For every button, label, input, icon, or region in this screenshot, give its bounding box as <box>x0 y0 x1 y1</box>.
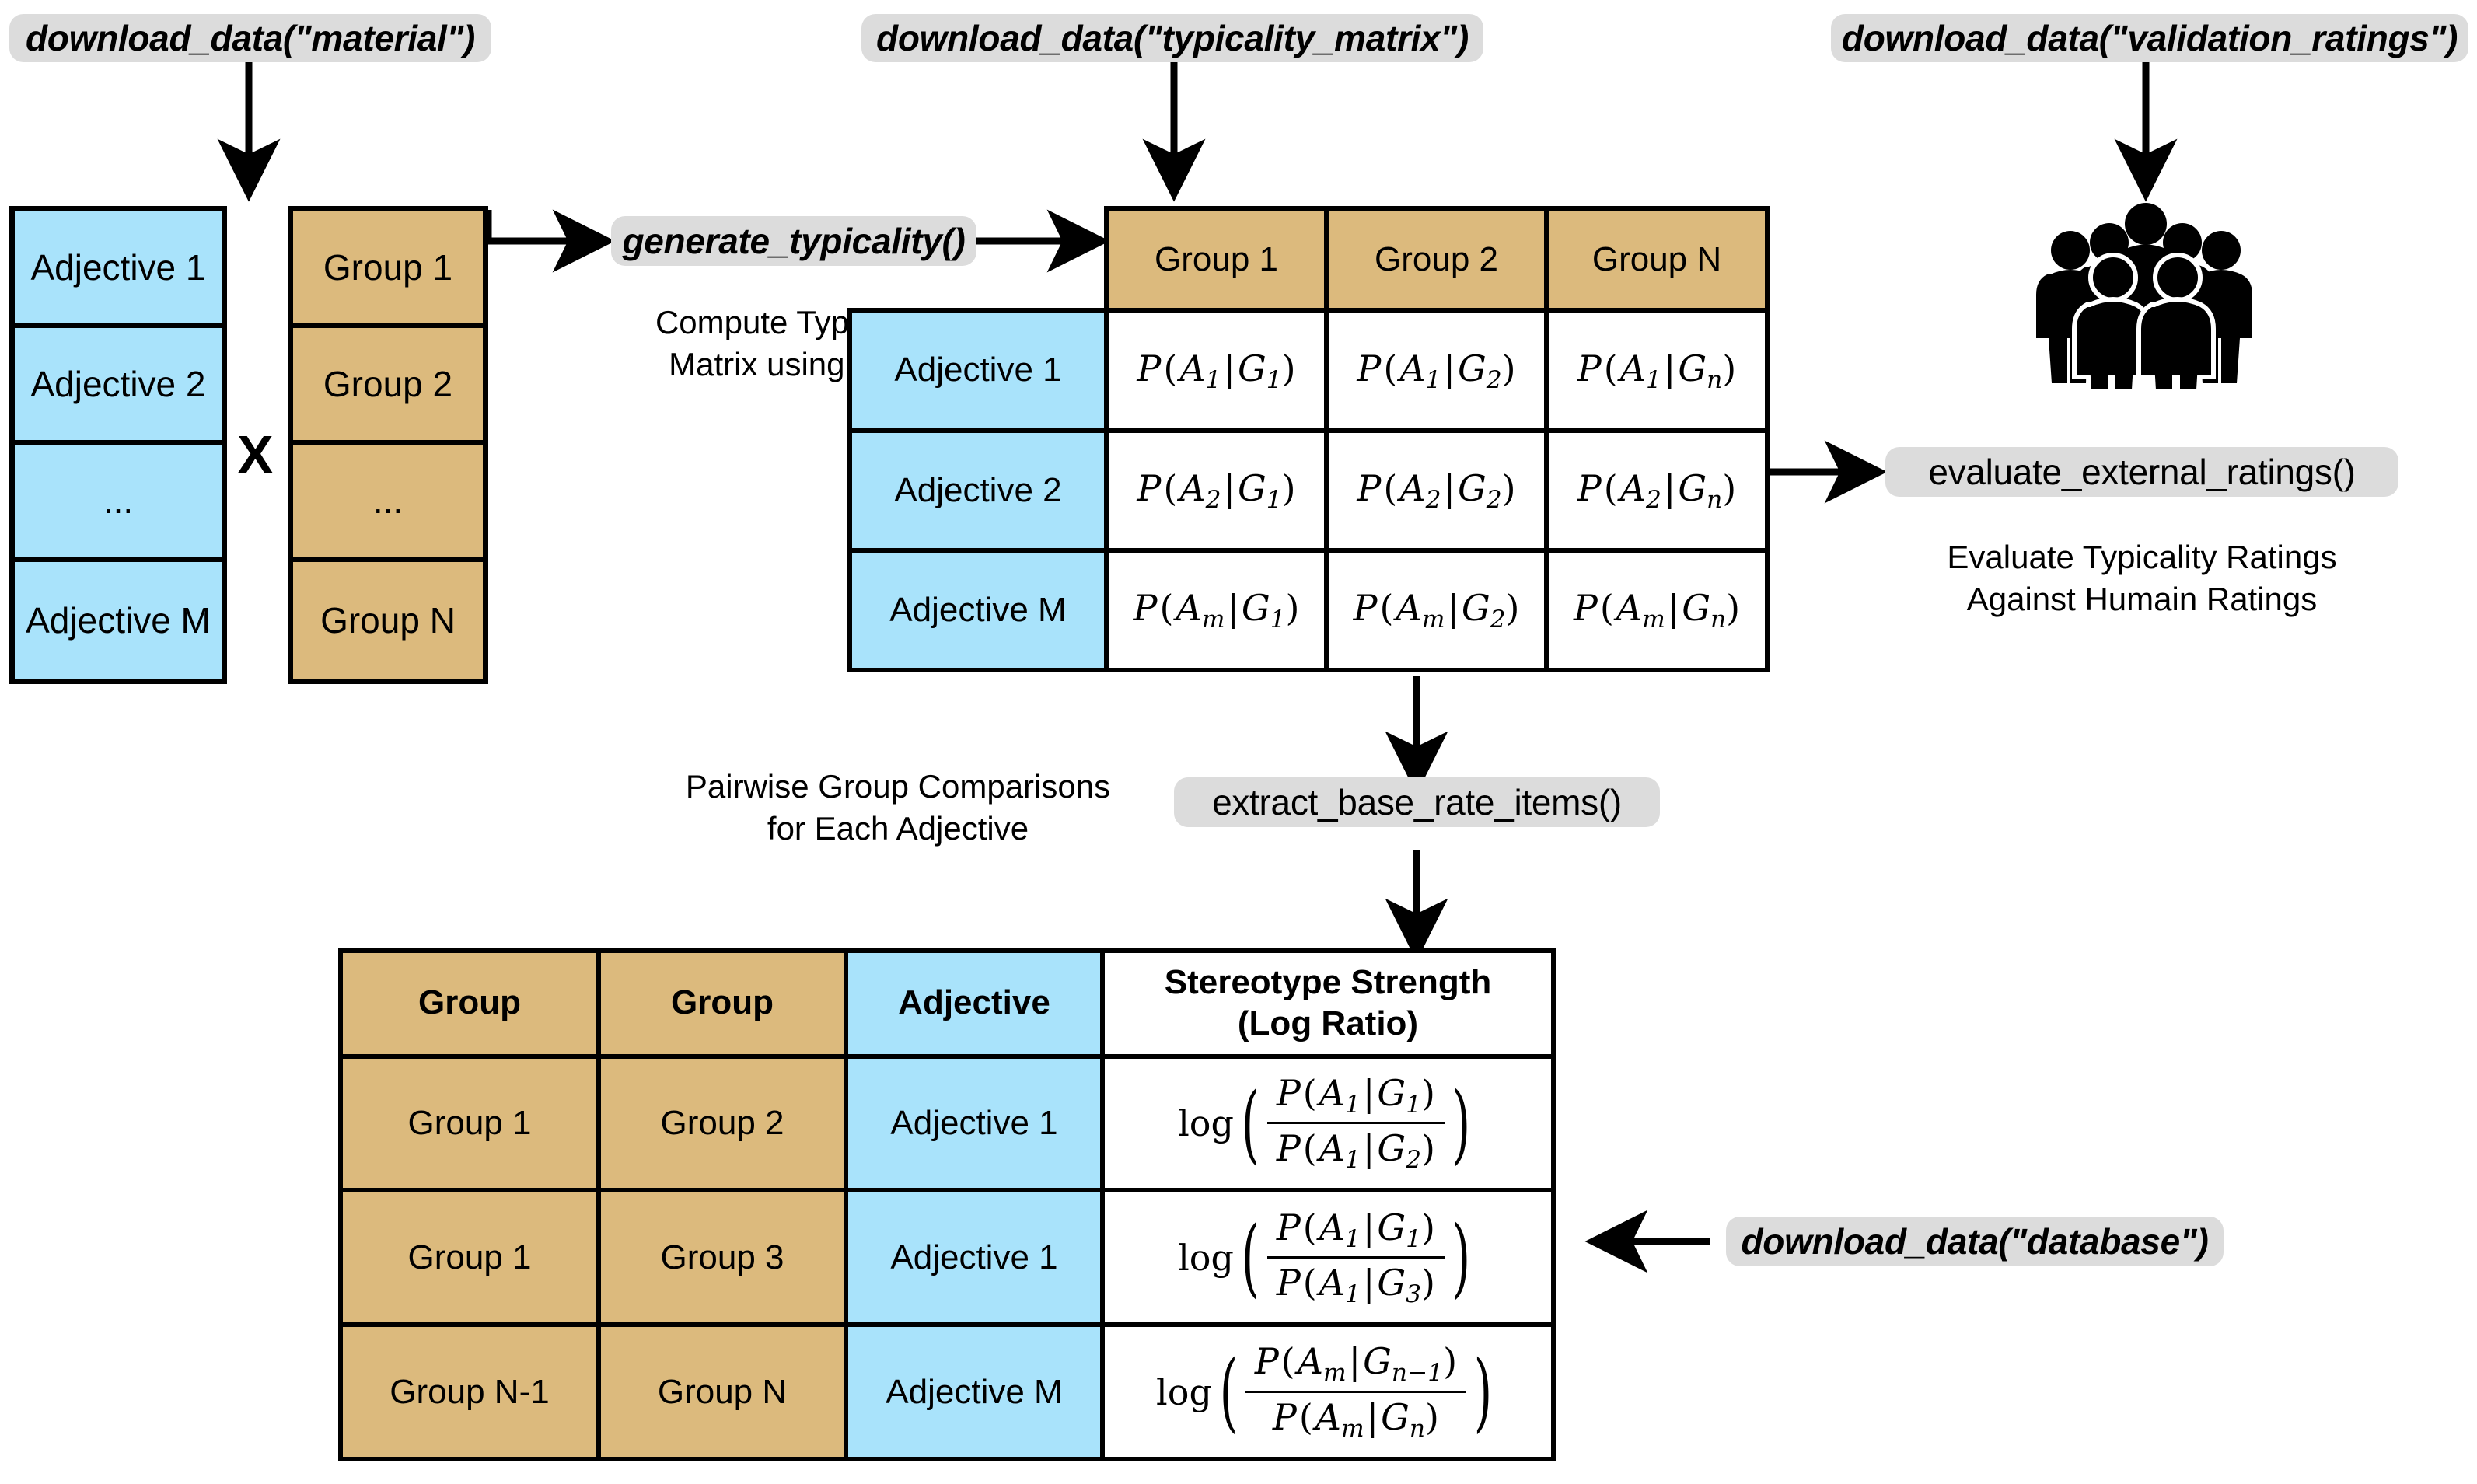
adjective-stack-item[interactable]: ... <box>15 445 222 562</box>
pill-download-typicality-matrix[interactable]: download_data("typicality_matrix") <box>861 14 1483 62</box>
group-stack: Group 1 Group 2 ... Group N <box>288 206 488 684</box>
matrix-cell[interactable]: P(Am|G2) <box>1324 547 1549 673</box>
base-rate-cell-group-b[interactable]: Group N <box>596 1322 848 1461</box>
base-rate-cell-group-a[interactable]: Group N-1 <box>338 1322 601 1461</box>
pill-generate-typicality[interactable]: generate_typicality() <box>611 216 976 266</box>
adjective-stack-item[interactable]: Adjective M <box>15 561 222 679</box>
base-rate-table: Group Group Adjective Stereotype Strengt… <box>338 948 1556 1461</box>
table-row: Group 1 Group 2 Adjective 1 log ( P(A1|G… <box>338 1053 1556 1193</box>
matrix-cell[interactable]: P(A2|Gn) <box>1544 428 1770 553</box>
base-rate-cell-adjective[interactable]: Adjective M <box>844 1322 1105 1461</box>
matrix-corner-cell <box>850 208 1106 310</box>
matrix-row: Adjective 1 P(A1|G1) P(A1|G2) P(A1|Gn) <box>847 308 1770 433</box>
base-rate-cell-group-b[interactable]: Group 2 <box>596 1053 848 1193</box>
matrix-column-header[interactable]: Group N <box>1544 205 1770 313</box>
table-row: Group N-1 Group N Adjective M log ( P(Am… <box>338 1322 1556 1461</box>
matrix-column-header[interactable]: Group 1 <box>1104 205 1329 313</box>
pill-evaluate-external-ratings[interactable]: evaluate_external_ratings() <box>1885 447 2398 497</box>
matrix-row: Adjective 2 P(A2|G1) P(A2|G2) P(A2|Gn) <box>847 428 1770 553</box>
base-rate-header-group-b[interactable]: Group <box>596 948 848 1059</box>
matrix-row-header[interactable]: Adjective 1 <box>847 308 1109 433</box>
base-rate-header-row: Group Group Adjective Stereotype Strengt… <box>338 948 1556 1059</box>
base-rate-header-adjective[interactable]: Adjective <box>844 948 1105 1059</box>
pill-download-material[interactable]: download_data("material") <box>9 14 491 62</box>
people-group-icon <box>2010 194 2282 430</box>
matrix-cell[interactable]: P(A1|Gn) <box>1544 308 1770 433</box>
matrix-cell[interactable]: P(A2|G2) <box>1324 428 1549 553</box>
matrix-row-header[interactable]: Adjective 2 <box>847 428 1109 553</box>
matrix-cell[interactable]: P(Am|G1) <box>1104 547 1329 673</box>
matrix-cell[interactable]: P(A1|G1) <box>1104 308 1329 433</box>
base-rate-header-stereotype-strength[interactable]: Stereotype Strength (Log Ratio) <box>1100 948 1556 1059</box>
matrix-column-header[interactable]: Group 2 <box>1324 205 1549 313</box>
matrix-row: Adjective M P(Am|G1) P(Am|G2) P(Am|Gn) <box>847 547 1770 673</box>
caption-evaluate-against-humans: Evaluate Typicality Ratings Against Huma… <box>1947 539 2337 617</box>
matrix-row-header[interactable]: Adjective M <box>847 547 1109 673</box>
group-stack-item[interactable]: Group 1 <box>293 211 483 329</box>
pill-download-validation-ratings[interactable]: download_data("validation_ratings") <box>1831 14 2468 62</box>
group-stack-item[interactable]: Group 2 <box>293 328 483 445</box>
group-stack-item[interactable]: Group N <box>293 561 483 679</box>
matrix-cell[interactable]: P(A1|G2) <box>1324 308 1549 433</box>
group-stack-item[interactable]: ... <box>293 445 483 562</box>
base-rate-cell-log-ratio[interactable]: log ( P(A1|G1) P(A1|G2) ) <box>1100 1053 1556 1193</box>
adjective-stack: Adjective 1 Adjective 2 ... Adjective M <box>9 206 227 684</box>
typicality-matrix-table: Group 1 Group 2 Group N Adjective 1 P(A1… <box>847 205 1770 673</box>
matrix-header-row: Group 1 Group 2 Group N <box>850 205 1770 313</box>
base-rate-cell-adjective[interactable]: Adjective 1 <box>844 1188 1105 1328</box>
pill-download-database[interactable]: download_data("database") <box>1726 1217 2224 1266</box>
base-rate-cell-group-a[interactable]: Group 1 <box>338 1053 601 1193</box>
pill-extract-base-rate-items[interactable]: extract_base_rate_items() <box>1174 777 1660 827</box>
base-rate-cell-log-ratio[interactable]: log ( P(Am|Gn−1) P(Am|Gn) ) <box>1100 1322 1556 1461</box>
table-row: Group 1 Group 3 Adjective 1 log ( P(A1|G… <box>338 1188 1556 1328</box>
base-rate-cell-log-ratio[interactable]: log ( P(A1|G1) P(A1|G3) ) <box>1100 1188 1556 1328</box>
caption-pairwise-comparisons: Pairwise Group Comparisons for Each Adje… <box>685 768 1111 847</box>
base-rate-cell-adjective[interactable]: Adjective 1 <box>844 1053 1105 1193</box>
base-rate-cell-group-a[interactable]: Group 1 <box>338 1188 601 1328</box>
base-rate-cell-group-b[interactable]: Group 3 <box>596 1188 848 1328</box>
matrix-cell[interactable]: P(A2|G1) <box>1104 428 1329 553</box>
adjective-stack-item[interactable]: Adjective 2 <box>15 328 222 445</box>
cross-product-symbol: X <box>237 424 274 485</box>
base-rate-header-group-a[interactable]: Group <box>338 948 601 1059</box>
matrix-cell[interactable]: P(Am|Gn) <box>1544 547 1770 673</box>
adjective-stack-item[interactable]: Adjective 1 <box>15 211 222 329</box>
